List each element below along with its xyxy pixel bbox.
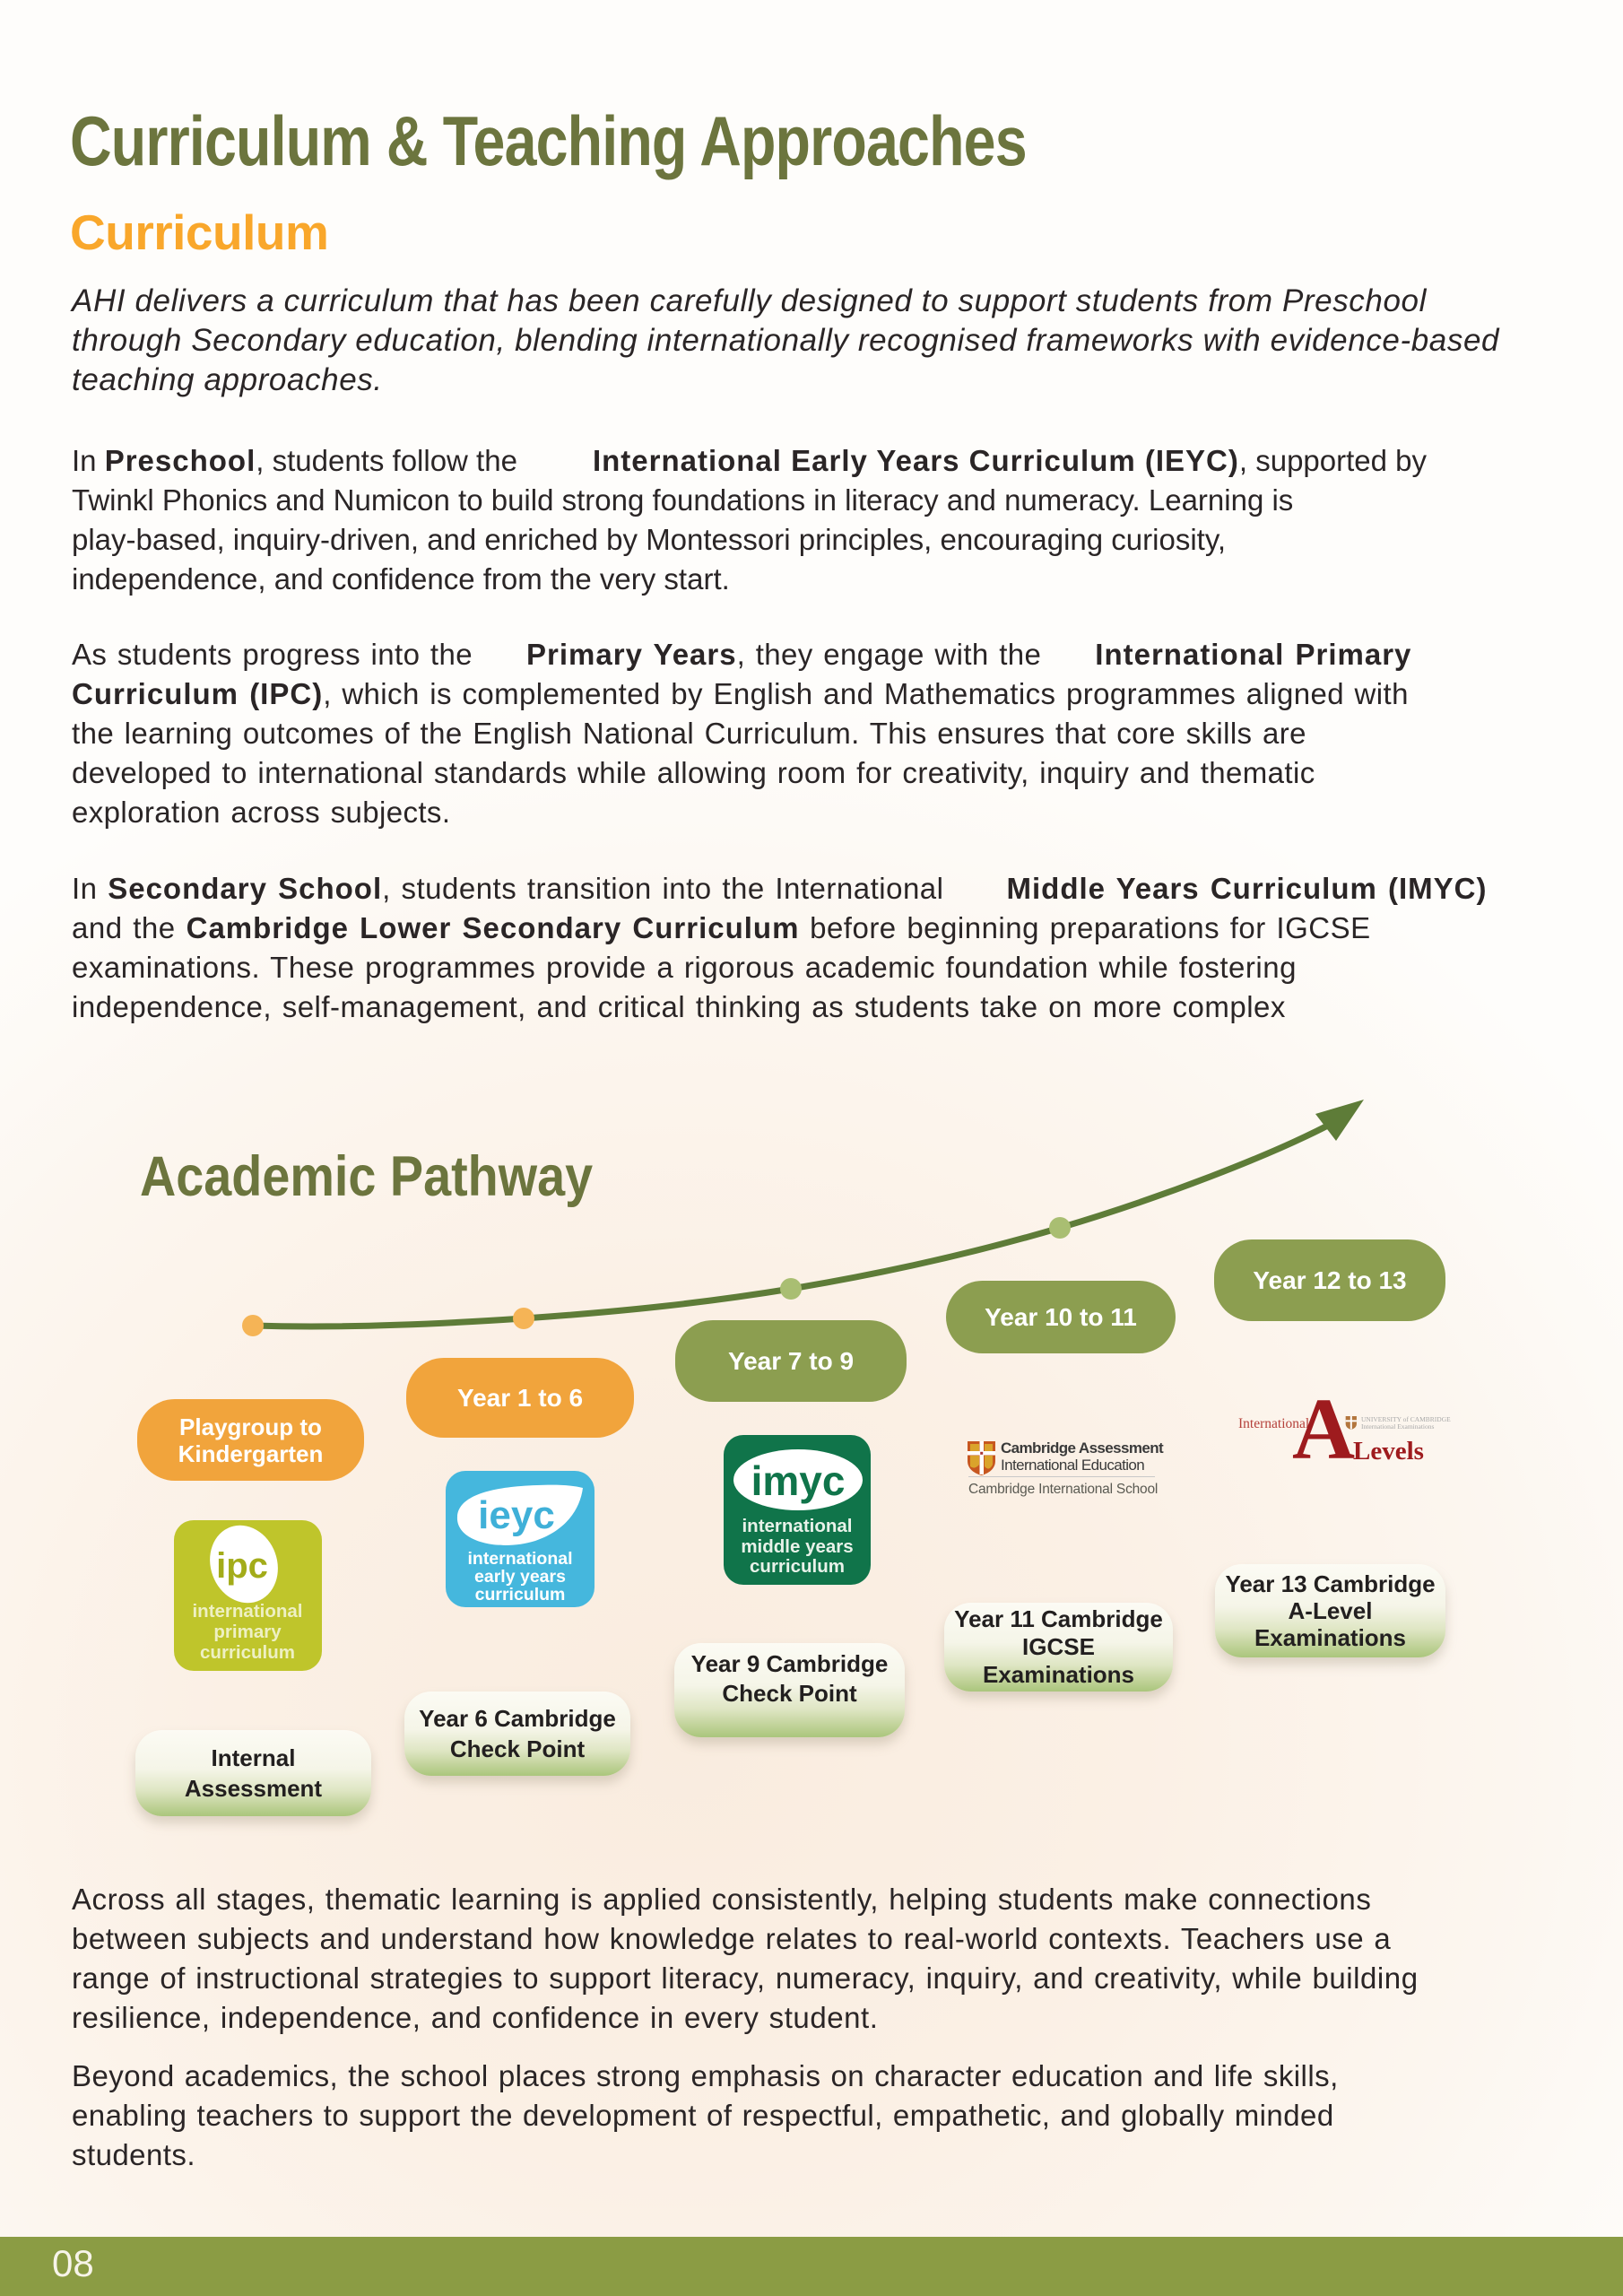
svg-text:international: international — [192, 1601, 302, 1622]
svg-text:middle years: middle years — [741, 1536, 853, 1557]
svg-text:primary: primary — [213, 1622, 282, 1642]
svg-text:imyc: imyc — [751, 1457, 846, 1504]
svg-text:ieyc: ieyc — [478, 1493, 555, 1537]
svg-text:curriculum: curriculum — [200, 1642, 295, 1663]
svg-text:international: international — [467, 1549, 572, 1569]
svg-text:curriculum: curriculum — [750, 1556, 845, 1577]
svg-text:international: international — [742, 1516, 852, 1536]
svg-text:early years: early years — [474, 1567, 566, 1587]
svg-text:curriculum: curriculum — [475, 1585, 566, 1605]
svg-text:ipc: ipc — [216, 1546, 268, 1586]
